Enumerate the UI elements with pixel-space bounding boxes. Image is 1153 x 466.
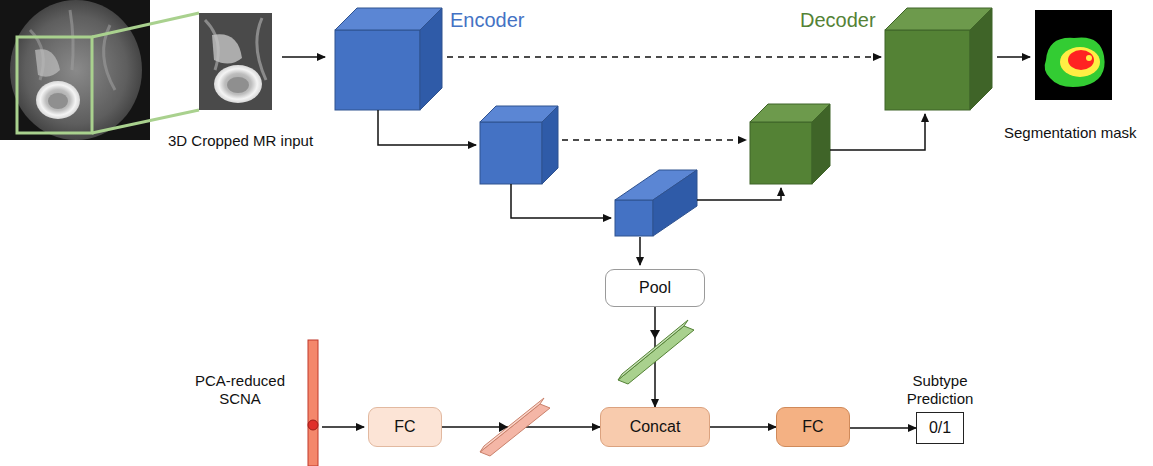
- skip-arrow: [562, 139, 746, 141]
- decoder-cube: [750, 104, 830, 184]
- arrow: [511, 184, 611, 218]
- arrow: [997, 56, 1030, 58]
- arrow: [282, 56, 325, 58]
- box-text: FC: [802, 417, 823, 436]
- brain-mr-image: [0, 0, 150, 140]
- arrow: [322, 426, 364, 428]
- segmentation-mask-image: [1035, 10, 1112, 100]
- encoder-cube: [480, 106, 558, 184]
- image-caption: 3D Cropped MR input: [168, 132, 313, 150]
- image-caption: Segmentation mask: [1004, 124, 1137, 142]
- arrow: [378, 110, 476, 145]
- scna-feature-vector: [480, 398, 550, 456]
- section-title: Encoder: [450, 8, 525, 32]
- input-caption: PCA-reduced SCNA: [185, 372, 295, 408]
- encoder-cube: [335, 8, 442, 110]
- zoom-line: [92, 13, 199, 37]
- section-title: Decoder: [800, 8, 876, 32]
- connector-arrow: [850, 427, 916, 429]
- arrow: [697, 188, 781, 200]
- pool-box: Pool: [605, 269, 705, 307]
- output-heading: Subtype Prediction: [890, 372, 990, 408]
- decoder-cube: [885, 8, 992, 110]
- arrow: [639, 237, 641, 265]
- image-feature-vector: [618, 320, 694, 384]
- skip-arrow: [447, 56, 881, 58]
- fc-box: FC: [776, 407, 850, 447]
- box-text: Pool: [639, 278, 671, 297]
- fc-box: FC: [368, 407, 442, 447]
- connector-arrow: [710, 426, 776, 428]
- cropped-mr-image: [199, 13, 272, 110]
- output-box: Subtype Prediction0/1: [916, 412, 964, 444]
- encoder-cube: [615, 170, 697, 236]
- concat-box: Concat: [600, 407, 710, 447]
- box-text: 0/1: [929, 418, 951, 437]
- box-text: FC: [394, 417, 415, 436]
- arrow: [830, 114, 925, 150]
- box-text: Concat: [630, 417, 681, 436]
- scna-vector: [308, 340, 318, 466]
- zoom-line: [92, 110, 199, 133]
